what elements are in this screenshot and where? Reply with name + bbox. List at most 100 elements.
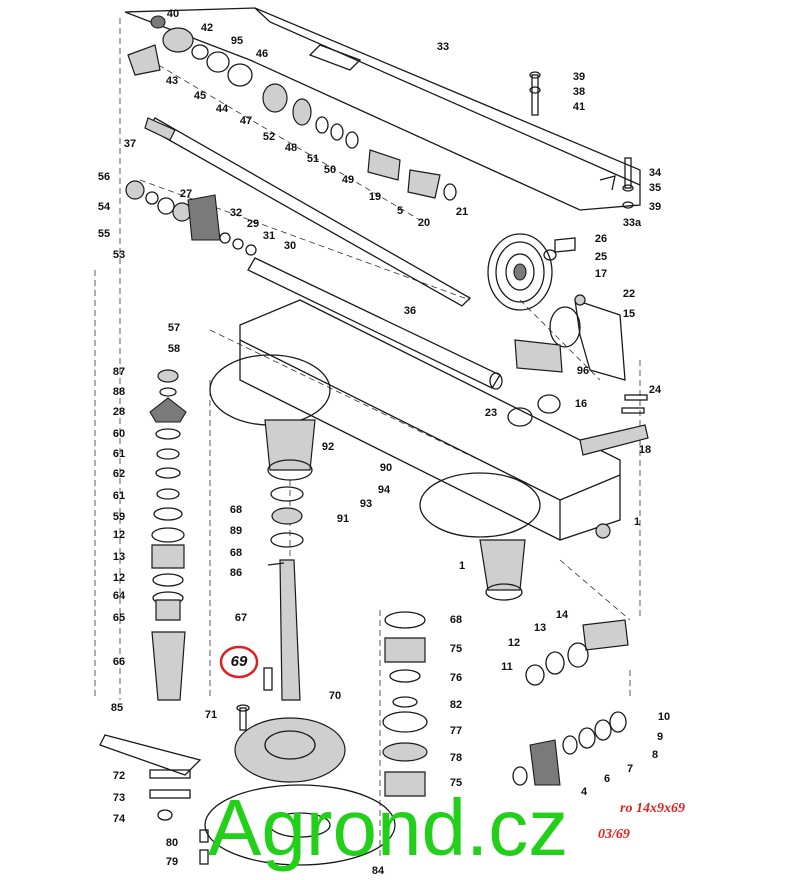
callout-74: 74: [113, 813, 126, 825]
callout-11: 11: [501, 661, 513, 673]
callout-54: 54: [98, 201, 111, 213]
callout-9: 9: [657, 731, 663, 743]
stack-center: [263, 486, 304, 701]
callout-20: 20: [418, 217, 430, 229]
disc-84: [204, 784, 396, 866]
highlight-69: [219, 645, 259, 679]
callout-36: 36: [404, 305, 416, 317]
callout-19: 19: [369, 191, 381, 203]
callout-29: 29: [247, 218, 259, 230]
callout-66: 66: [113, 656, 125, 668]
callout-21: 21: [456, 206, 468, 218]
callout-58: 58: [168, 343, 180, 355]
callout-1: 1: [459, 560, 465, 572]
callout-52: 52: [263, 131, 275, 143]
bracket-15: [514, 294, 626, 381]
callout-28: 28: [113, 406, 125, 418]
callout-73: 73: [113, 792, 125, 804]
callout-93: 93: [360, 498, 372, 510]
callout-68: 68: [230, 547, 242, 559]
callout-32: 32: [230, 207, 242, 219]
watermark-line-2: 03/69: [598, 827, 630, 842]
callout-49: 49: [342, 174, 354, 186]
callout-12: 12: [113, 529, 125, 541]
callout-72: 72: [113, 770, 125, 782]
pulley-17: [487, 233, 576, 311]
callout-68: 68: [450, 614, 462, 626]
callout-92: 92: [322, 441, 334, 453]
gear-set-lower-right: [512, 619, 629, 786]
callout-5: 5: [397, 205, 403, 217]
plate-70: [234, 704, 346, 783]
shaft-18: [507, 394, 649, 456]
callout-15: 15: [623, 308, 635, 320]
stack-right: [382, 611, 428, 797]
watermark-red: ro 14x9x69 03/69: [598, 801, 685, 842]
callout-46: 46: [256, 48, 268, 60]
callout-61: 61: [113, 490, 125, 502]
callout-75: 75: [450, 777, 462, 789]
callout-26: 26: [595, 233, 607, 245]
gear-set-top-left: [127, 15, 457, 201]
shaft-37: [144, 117, 472, 307]
callout-10: 10: [658, 711, 670, 723]
callout-48: 48: [285, 142, 297, 154]
callout-70: 70: [329, 690, 341, 702]
watermark-line-1: ro 14x9x69: [620, 801, 685, 816]
callout-69: 69: [231, 653, 248, 670]
callout-59: 59: [113, 511, 125, 523]
callout-22: 22: [623, 288, 635, 300]
callout-77: 77: [450, 725, 462, 737]
callout-53: 53: [113, 249, 125, 261]
blade-parts: [99, 734, 209, 865]
callout-55: 55: [98, 228, 110, 240]
callout-4: 4: [581, 786, 588, 798]
callout-79: 79: [166, 856, 178, 868]
gearbox-housing: [209, 299, 621, 601]
callout-75: 75: [450, 643, 462, 655]
callout-87: 87: [113, 366, 125, 378]
callout-64: 64: [113, 590, 126, 602]
callout-30: 30: [284, 240, 296, 252]
callout-41: 41: [573, 101, 585, 113]
callout-45: 45: [194, 90, 206, 102]
callout-35: 35: [649, 182, 661, 194]
callout-94: 94: [378, 484, 391, 496]
callout-27: 27: [180, 188, 192, 200]
callout-43: 43: [166, 75, 178, 87]
shaft-36: [247, 257, 503, 390]
gear-set-left: [125, 180, 257, 256]
callout-24: 24: [649, 384, 662, 396]
callout-12: 12: [113, 572, 125, 584]
callout-7: 7: [627, 763, 633, 775]
stack-left: [149, 369, 187, 701]
callout-67: 67: [235, 612, 247, 624]
callout-62: 62: [113, 468, 125, 480]
frame-plate-33: [124, 7, 641, 211]
callout-84: 84: [372, 865, 385, 877]
callout-91: 91: [337, 513, 349, 525]
callout-85: 85: [111, 702, 123, 714]
callout-33: 33: [437, 41, 449, 53]
callout-57: 57: [168, 322, 180, 334]
callout-31: 31: [263, 230, 275, 242]
callout-50: 50: [324, 164, 336, 176]
callout-6: 6: [604, 773, 610, 785]
callout-18: 18: [639, 444, 651, 456]
callout-47: 47: [240, 115, 252, 127]
callout-16: 16: [575, 398, 587, 410]
callout-13: 13: [113, 551, 125, 563]
agrond-logo: Agrond.cz: [208, 783, 568, 872]
callout-76: 76: [450, 672, 462, 684]
callout-90: 90: [380, 462, 392, 474]
callout-labels: 4042954643454447524851504919520213339384…: [98, 8, 670, 877]
callout-23: 23: [485, 407, 497, 419]
callout-8: 8: [652, 749, 658, 761]
callout-89: 89: [230, 525, 242, 537]
callout-34: 34: [649, 167, 662, 179]
callout-25: 25: [595, 251, 607, 263]
callout-78: 78: [450, 752, 462, 764]
callout-61: 61: [113, 448, 125, 460]
callout-95: 95: [231, 35, 243, 47]
